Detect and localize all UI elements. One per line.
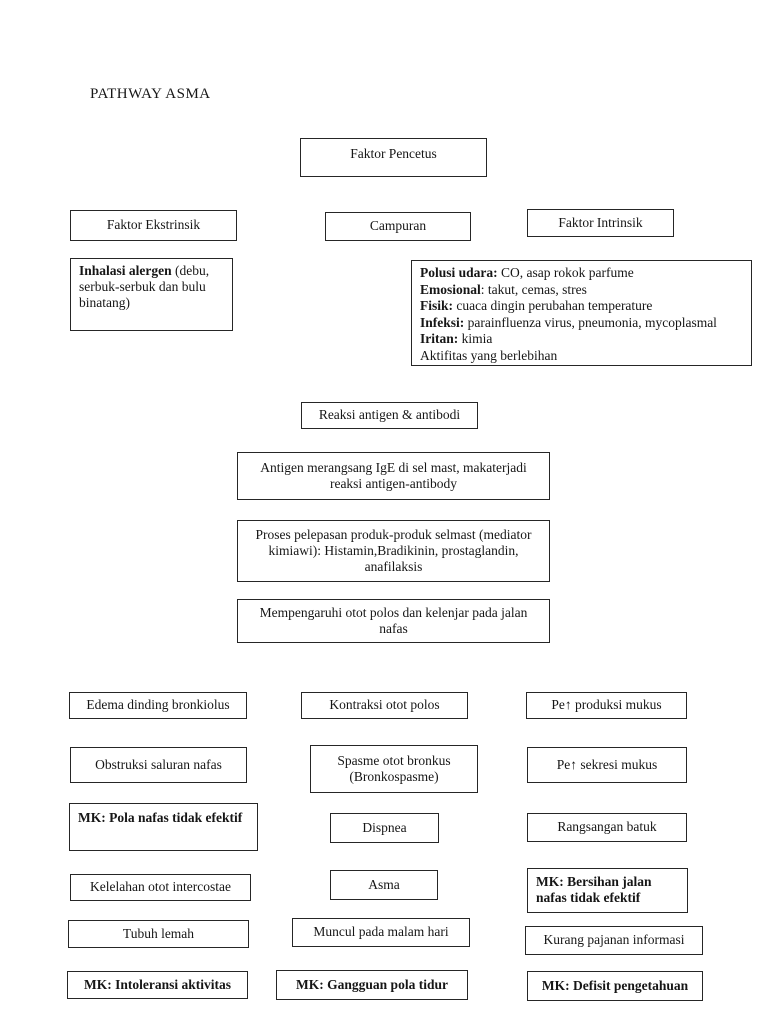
factor-line: Iritan: kimia — [420, 331, 743, 348]
factor-text: parainfluenza virus, pneumonia, mycoplas… — [464, 314, 717, 330]
factor-text: : takut, cemas, stres — [480, 281, 587, 297]
box-faktor-intrinsik: Faktor Intrinsik — [527, 209, 674, 237]
box-mk-pola-nafas: MK: Pola nafas tidak efektif — [69, 803, 258, 851]
factor-line: Fisik: cuaca dingin perubahan temperatur… — [420, 298, 743, 315]
box-mk-defisit: MK: Defisit pengetahuan — [527, 971, 703, 1001]
box-mk-intoleransi: MK: Intoleransi aktivitas — [67, 971, 248, 999]
inhalasi-label: Inhalasi alergen — [79, 263, 172, 278]
box-pe-sekresi-mukus: Pe↑ sekresi mukus — [527, 747, 687, 783]
page-title: PATHWAY ASMA — [90, 86, 211, 102]
factor-line: Polusi udara: CO, asap rokok parfume — [420, 265, 743, 282]
factor-text: kimia — [458, 331, 493, 346]
factor-line: Aktifitas yang berlebihan — [420, 348, 743, 365]
box-edema: Edema dinding bronkiolus — [69, 692, 247, 719]
box-inhalasi-alergen: Inhalasi alergen (debu, serbuk-serbuk da… — [70, 258, 233, 331]
box-faktor-intrinsik-detail: Polusi udara: CO, asap rokok parfume Emo… — [411, 260, 752, 366]
box-antigen-merangsang: Antigen merangsang IgE di sel mast, maka… — [237, 452, 550, 500]
box-tubuh-lemah: Tubuh lemah — [68, 920, 249, 948]
box-kontraksi: Kontraksi otot polos — [301, 692, 468, 719]
box-mk-bersihan: MK: Bersihan jalan nafas tidak efektif — [527, 868, 688, 913]
factor-label: Iritan: — [420, 331, 459, 346]
factor-label: Infeksi: — [420, 314, 465, 330]
box-spasme: Spasme otot bronkus (Bronkospasme) — [310, 745, 478, 793]
box-faktor-pencetus: Faktor Pencetus — [300, 138, 487, 177]
box-dispnea: Dispnea — [330, 813, 439, 843]
factor-line: Emosional: takut, cemas, stres — [420, 282, 743, 299]
factor-label: Emosional — [420, 281, 481, 297]
box-proses-pelepasan: Proses pelepasan produk-produk selmast (… — [237, 520, 550, 582]
box-faktor-ekstrinsik: Faktor Ekstrinsik — [70, 210, 237, 241]
inhalasi-text: (debu, serbuk-serbuk dan bulu binatang) — [79, 263, 210, 311]
box-mk-gangguan-tidur: MK: Gangguan pola tidur — [276, 970, 468, 1000]
box-reaksi-antigen: Reaksi antigen & antibodi — [301, 402, 478, 429]
factor-text: CO, asap rokok parfume — [497, 265, 634, 280]
box-kelelahan: Kelelahan otot intercostae — [70, 874, 251, 901]
box-kurang-pajanan: Kurang pajanan informasi — [525, 926, 703, 955]
factor-label: Polusi udara: — [420, 265, 498, 280]
box-obstruksi: Obstruksi saluran nafas — [70, 747, 247, 783]
box-rangsangan-batuk: Rangsangan batuk — [527, 813, 687, 842]
box-pe-produksi-mukus: Pe↑ produksi mukus — [526, 692, 687, 719]
factor-line: Infeksi: parainfluenza virus, pneumonia,… — [420, 315, 743, 332]
factor-text: cuaca dingin perubahan temperature — [453, 298, 653, 313]
box-asma: Asma — [330, 870, 438, 900]
box-campuran: Campuran — [325, 212, 471, 241]
factor-label: Fisik: — [420, 298, 454, 313]
box-mempengaruhi: Mempengaruhi otot polos dan kelenjar pad… — [237, 599, 550, 643]
factor-text: Aktifitas yang berlebihan — [420, 347, 558, 363]
box-muncul-malam: Muncul pada malam hari — [292, 918, 470, 947]
